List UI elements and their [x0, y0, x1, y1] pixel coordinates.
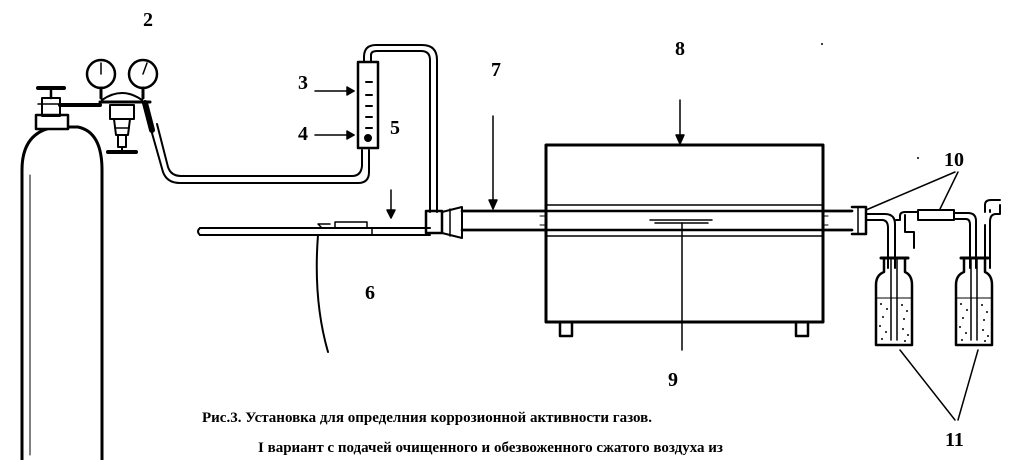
label-2: 2: [143, 9, 153, 31]
tube-flowmeter-to-reactor: [363, 44, 438, 213]
label-5: 5: [390, 117, 400, 139]
pressure-regulator: [58, 58, 159, 154]
thermocouple: [197, 221, 431, 353]
label-3: 3: [298, 72, 308, 94]
label-4: 4: [298, 123, 308, 145]
label-10: 10: [944, 149, 964, 171]
wash-bottle-1: [874, 256, 914, 347]
pointer-arrow-thermocouple: [386, 189, 396, 219]
label-7: 7: [491, 59, 501, 81]
outlet-tubing: [865, 199, 1001, 269]
wash-bottle-2: [954, 256, 994, 347]
label-11: 11: [945, 429, 964, 451]
furnace: [460, 143, 854, 338]
pointer-arrows-3-4: [314, 86, 355, 140]
pointer-lines-10-11: [865, 171, 979, 421]
pointer-arrow-furnace: [675, 99, 685, 145]
flowmeter: [356, 60, 380, 150]
outlet-stopper: [850, 205, 868, 236]
gas-cylinder: [20, 86, 104, 460]
label-6: 6: [365, 282, 375, 304]
label-8: 8: [675, 38, 685, 60]
inlet-stopper: [424, 206, 463, 239]
label-9: 9: [668, 369, 678, 391]
hose-regulator-to-flowmeter: [149, 125, 370, 184]
caption-line-1: Рис.3. Установка для определния коррозио…: [202, 410, 652, 426]
pointer-arrow-tube: [488, 115, 498, 210]
caption-line-2: I вариант с подачей очищенного и обезвож…: [258, 440, 723, 456]
liquid-dots: [821, 43, 989, 342]
